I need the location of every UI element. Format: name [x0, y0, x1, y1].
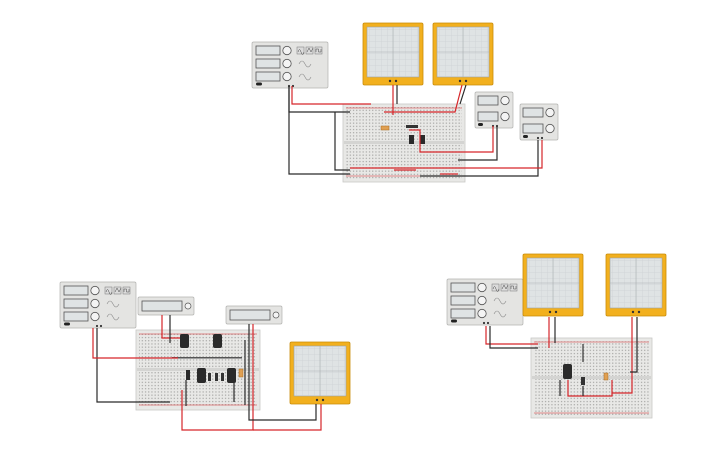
- oscilloscope[interactable]: [605, 253, 667, 317]
- inductor[interactable]: [603, 372, 609, 381]
- capacitor[interactable]: [186, 370, 190, 380]
- function-generator[interactable]: [251, 41, 329, 89]
- breadboard-channel: [344, 141, 464, 144]
- power-supply[interactable]: [225, 305, 283, 325]
- capacitor[interactable]: [180, 334, 189, 348]
- transistor[interactable]: [406, 125, 418, 128]
- oscilloscope[interactable]: [432, 22, 494, 86]
- resistor[interactable]: [238, 368, 244, 378]
- resistor[interactable]: [208, 373, 211, 381]
- bottom-left-circuit: [59, 281, 351, 431]
- top-circuit: [251, 22, 559, 183]
- resistor[interactable]: [172, 357, 242, 359]
- wires: [288, 84, 543, 177]
- oscilloscope[interactable]: [289, 341, 351, 405]
- wires: [485, 317, 638, 397]
- resistor[interactable]: [221, 373, 224, 381]
- wires: [92, 315, 322, 431]
- capacitor[interactable]: [409, 135, 414, 144]
- bottom-right-circuit: [446, 253, 667, 419]
- power-supply[interactable]: [474, 91, 514, 129]
- capacitor[interactable]: [420, 135, 425, 144]
- breadboard-channel: [532, 376, 651, 379]
- oscilloscope[interactable]: [522, 253, 584, 317]
- oscilloscope[interactable]: [362, 22, 424, 86]
- capacitor[interactable]: [197, 368, 206, 383]
- capacitor[interactable]: [227, 368, 236, 383]
- power-supply[interactable]: [519, 103, 559, 141]
- function-generator[interactable]: [59, 281, 137, 329]
- capacitor[interactable]: [213, 334, 222, 348]
- resistor[interactable]: [380, 125, 390, 131]
- resistor[interactable]: [215, 373, 218, 381]
- capacitor[interactable]: [563, 364, 572, 379]
- power-supply[interactable]: [137, 296, 195, 316]
- resistor[interactable]: [581, 377, 585, 385]
- function-generator[interactable]: [446, 278, 524, 326]
